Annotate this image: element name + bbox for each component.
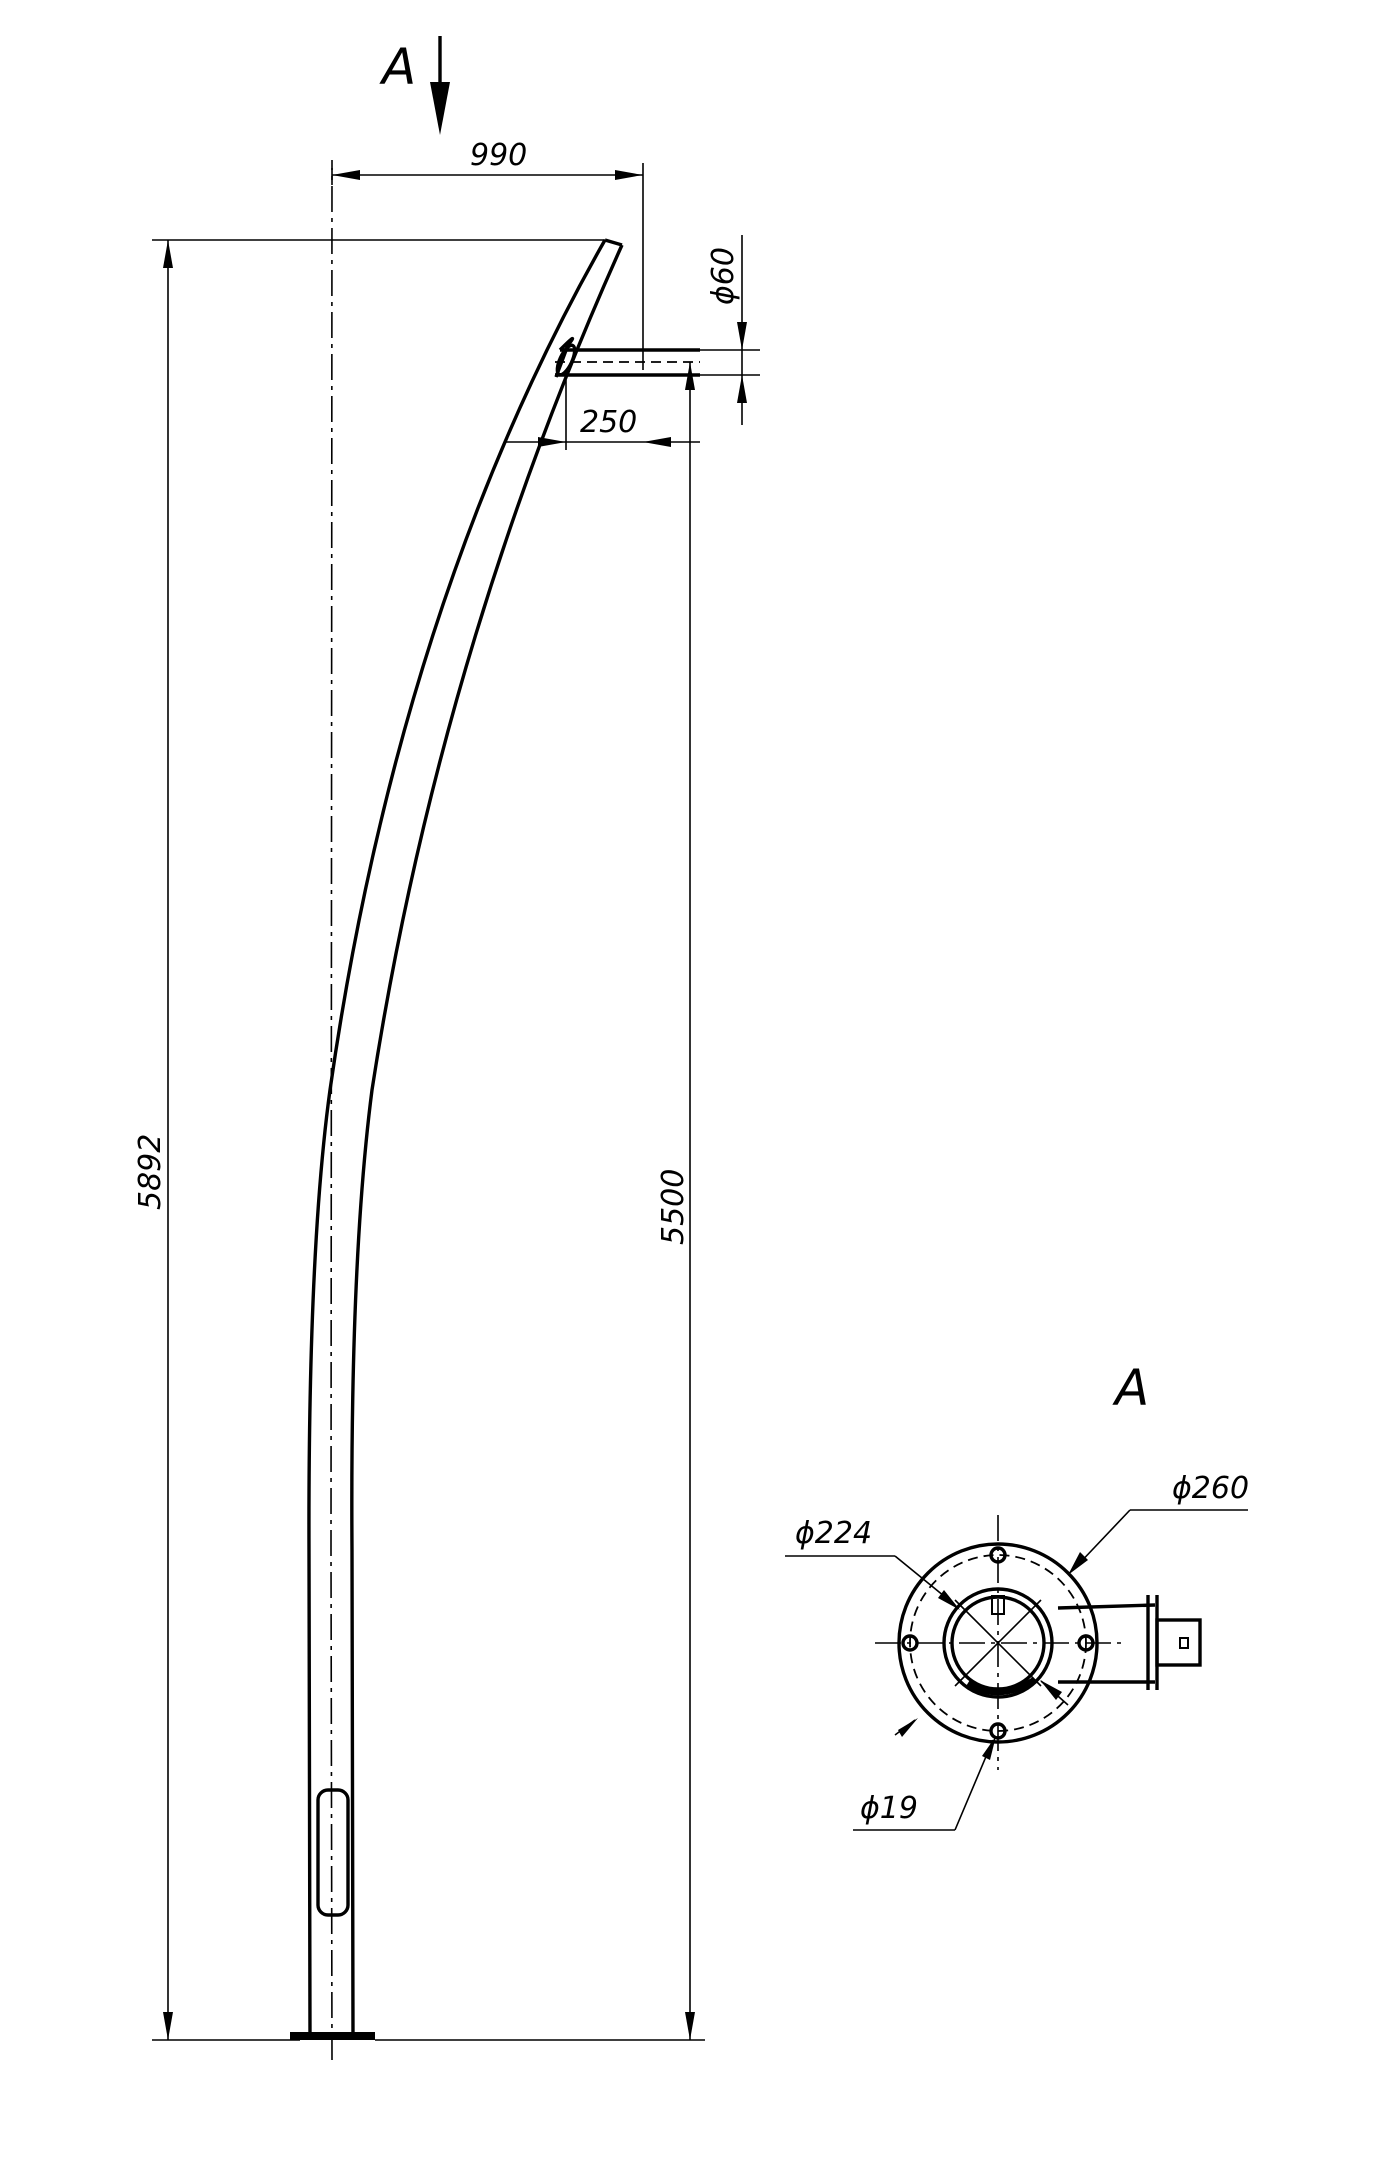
flange-view-bracket [1057,1595,1202,1690]
dim-bracket-diameter: ϕ60 [700,235,760,425]
view-arrow-head [430,82,450,135]
dim-outreach-label: 990 [470,138,527,173]
dim-total-height: 5892 [133,239,605,2041]
dim-bolt-hole-label: ϕ19 [860,1791,918,1826]
luminaire-bracket [554,336,700,378]
dim-bracket-length: 250 [505,380,700,450]
dim-bolt-circle-label: ϕ224 [795,1516,872,1551]
view-arrow-label: A [379,38,416,96]
dim-mount-height: 5500 [375,362,705,2041]
dim-bolt-circle: ϕ224 [785,1516,1069,1706]
dim-total-height-label: 5892 [133,1134,168,1210]
flange-view [875,1515,1202,1770]
pole-body [290,167,624,2061]
dim-mount-height-label: 5500 [656,1169,691,1245]
dim-flange-outer-label: ϕ260 [1172,1471,1249,1506]
service-door [316,1788,350,1917]
section-title: A [1112,1359,1149,1417]
dim-bolt-hole: ϕ19 [853,1718,996,1831]
dim-bracket-length-label: 250 [580,405,637,440]
view-direction-marker: A [379,36,450,135]
dim-bracket-diameter-label: ϕ60 [706,247,741,305]
dim-outreach: 990 [331,138,644,370]
dim-flange-outer: ϕ260 [1068,1471,1249,1575]
